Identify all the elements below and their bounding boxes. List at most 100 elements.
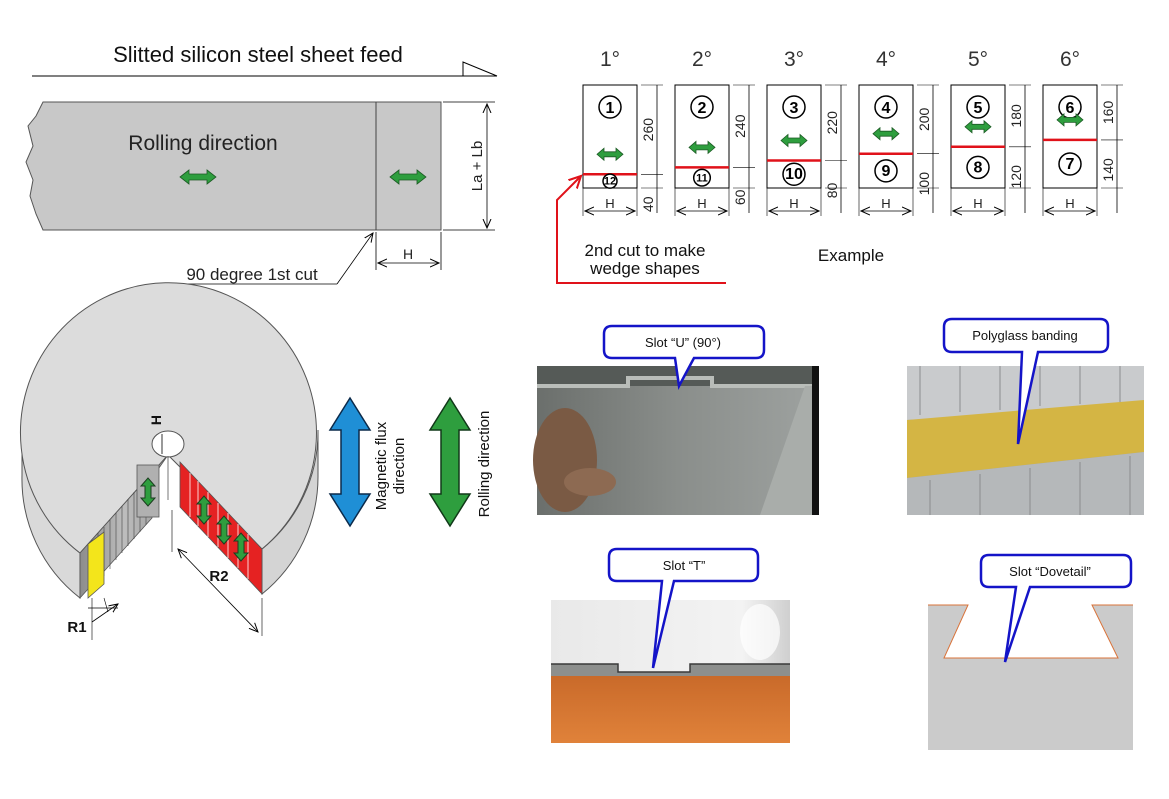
green-double-arrow-icon bbox=[596, 147, 624, 162]
second-cut-note: 2nd cut to make wedge shapes Example bbox=[556, 176, 884, 284]
slot-dovetail-label: Slot “Dovetail” bbox=[1009, 564, 1091, 579]
slot-t-photo bbox=[551, 600, 790, 743]
green-double-arrow-icon bbox=[872, 126, 900, 141]
piece-column: 1° 1 12 260 40 H bbox=[582, 48, 663, 216]
piece-bottom-number-circle bbox=[1058, 152, 1082, 176]
rolling-direction-arrow-icon bbox=[428, 396, 472, 528]
piece-bottom-number-circle bbox=[602, 173, 618, 189]
callout-slot-u: Slot “U” (90°) bbox=[602, 324, 766, 390]
polyglass-label: Polyglass banding bbox=[972, 328, 1078, 343]
green-double-arrow-icon bbox=[688, 140, 716, 155]
piece-h-label: H bbox=[881, 196, 890, 211]
piece-bottom-dimension: 40 bbox=[640, 196, 656, 212]
piece-h-label: H bbox=[789, 196, 798, 211]
piece-h-label: H bbox=[605, 196, 614, 211]
piece-bottom-number: 8 bbox=[974, 159, 983, 176]
width-dimension: La + Lb bbox=[443, 101, 495, 231]
piece-bottom-number: 9 bbox=[882, 163, 891, 180]
piece-bottom-number: 7 bbox=[1066, 156, 1075, 173]
magnetic-flux-label-line1: Magnetic flux bbox=[373, 421, 390, 510]
piece-bottom-dimension: 100 bbox=[916, 172, 932, 196]
green-double-arrow-icon bbox=[195, 495, 213, 525]
r2-dimension: R2 bbox=[171, 510, 263, 636]
green-double-arrow-icon bbox=[179, 169, 217, 185]
green-double-arrow-icon bbox=[780, 133, 808, 148]
piece-bottom-number: 10 bbox=[785, 166, 803, 183]
r1-label: R1 bbox=[67, 619, 86, 636]
piece-top-number: 3 bbox=[790, 100, 799, 117]
piece-top-dimension: 200 bbox=[916, 107, 932, 131]
piece-top-number: 2 bbox=[698, 100, 707, 117]
la-lb-label: La + Lb bbox=[469, 141, 486, 191]
slot-dovetail-drawing bbox=[928, 604, 1133, 750]
first-cut-callout: 90 degree 1st cut bbox=[172, 233, 373, 285]
piece-top-dimension: 220 bbox=[824, 111, 840, 135]
piece-header: 5° bbox=[968, 48, 988, 71]
piece-top-number-circle bbox=[874, 95, 898, 119]
slot-u-photo bbox=[533, 366, 819, 515]
piece-bottom-number-circle bbox=[874, 159, 898, 183]
green-double-arrow-icon bbox=[389, 169, 427, 185]
piece-top-number: 6 bbox=[1066, 100, 1075, 117]
second-cut-line2: wedge shapes bbox=[589, 259, 700, 278]
piece-top-number-circle bbox=[690, 95, 714, 119]
piece-bottom-dimension: 120 bbox=[1008, 165, 1024, 189]
slot-u-label: Slot “U” (90°) bbox=[645, 335, 721, 350]
piece-bottom-number: 11 bbox=[696, 172, 708, 184]
piece-column: 2° 2 11 240 60 H bbox=[674, 48, 755, 216]
core-h-dimension: H bbox=[148, 415, 164, 454]
piece-h-label: H bbox=[1065, 196, 1074, 211]
h-dimension: H bbox=[375, 232, 442, 270]
piece-bottom-number: 12 bbox=[604, 175, 616, 187]
magnetic-flux-arrow-icon bbox=[328, 396, 372, 528]
core-rolling-direction-label: Rolling direction bbox=[476, 411, 493, 518]
first-cut-label: 90 degree 1st cut bbox=[186, 265, 318, 284]
sheet-feed-panel: Slitted silicon steel sheet feed Rolling… bbox=[25, 42, 498, 285]
piece-bottom-dimension: 60 bbox=[732, 189, 748, 205]
slot-t-label: Slot “T” bbox=[663, 558, 706, 573]
piece-bottom-number-circle bbox=[966, 155, 990, 180]
steel-sheet bbox=[25, 101, 442, 231]
piece-bottom-number-circle bbox=[782, 162, 806, 186]
second-cut-line1: 2nd cut to make bbox=[585, 241, 706, 260]
piece-bottom-number-circle bbox=[692, 168, 712, 187]
piece-header: 2° bbox=[692, 48, 712, 71]
piece-top-number-circle bbox=[782, 95, 806, 119]
green-double-arrow-icon bbox=[215, 515, 233, 545]
piece-h-label: H bbox=[697, 196, 706, 211]
feed-direction-arrow bbox=[32, 61, 498, 77]
piece-header: 4° bbox=[876, 48, 896, 71]
piece-header: 3° bbox=[784, 48, 804, 71]
pieces-panel: 1°11226040H2°21124060H3°31022080H4°49200… bbox=[582, 48, 1123, 216]
rolling-direction-label: Rolling direction bbox=[128, 132, 277, 155]
piece-top-dimension: 260 bbox=[640, 118, 656, 142]
green-double-arrow-icon bbox=[964, 119, 992, 134]
piece-top-number: 5 bbox=[974, 100, 983, 117]
example-label: Example bbox=[818, 246, 884, 265]
yellow-lamination-marker bbox=[87, 531, 105, 599]
core-center-hole bbox=[151, 430, 185, 458]
piece-top-number: 4 bbox=[882, 100, 891, 117]
callout-polyglass: Polyglass banding bbox=[942, 317, 1110, 445]
wound-core-drawing: H R1 R2 Magnetic flux direction Rolling … bbox=[20, 282, 493, 640]
piece-top-number: 1 bbox=[606, 100, 615, 117]
core-top-face bbox=[20, 282, 317, 554]
piece-top-dimension: 180 bbox=[1008, 104, 1024, 128]
piece-header: 1° bbox=[600, 48, 620, 71]
piece-top-number-circle bbox=[966, 95, 990, 119]
green-double-arrow-icon bbox=[139, 477, 157, 507]
sheet-feed-title: Slitted silicon steel sheet feed bbox=[113, 42, 403, 67]
green-double-arrow-icon bbox=[1056, 113, 1084, 127]
piece-top-number-circle bbox=[598, 95, 622, 119]
h-label: H bbox=[403, 246, 413, 262]
piece-h-label: H bbox=[973, 196, 982, 211]
piece-top-dimension: 160 bbox=[1100, 101, 1116, 125]
piece-top-dimension: 240 bbox=[732, 114, 748, 138]
callout-slot-dovetail: Slot “Dovetail” bbox=[979, 553, 1133, 663]
second-cut-arrow bbox=[556, 176, 726, 284]
callout-slot-t: Slot “T” bbox=[607, 547, 760, 669]
piece-header: 6° bbox=[1060, 48, 1080, 71]
